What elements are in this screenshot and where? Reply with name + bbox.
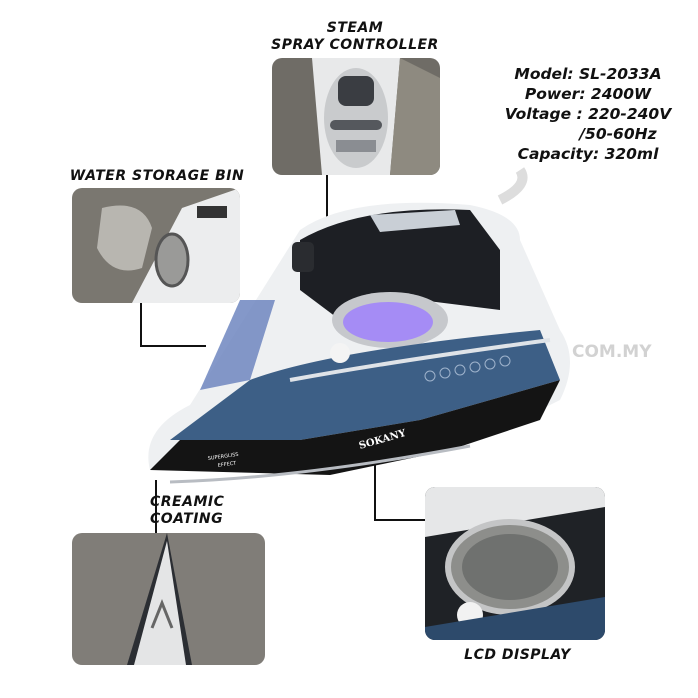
spec-power: Power: 2400W [524, 85, 652, 103]
steam-controller-illustration [312, 58, 440, 175]
water-connector-line-v [140, 303, 142, 347]
water-storage-photo [72, 188, 240, 303]
lcd-illustration [425, 487, 605, 640]
power-cord [497, 167, 528, 205]
ceramic-label-line2: COATING [150, 511, 224, 527]
steam-label-line1: STEAM [326, 20, 384, 36]
water-connector-line-h [140, 345, 206, 347]
soleplate-base [150, 380, 560, 475]
water-bin-illustration [97, 188, 240, 303]
spray-controller-knob [292, 242, 314, 272]
steam-controller-photo [272, 58, 440, 175]
spec-capacity: Capacity: 320ml [517, 145, 659, 163]
blue-body-panel [170, 330, 560, 440]
spec-list: Model: SL-2033A Power: 2400W Voltage : 2… [488, 64, 688, 164]
soleplate-illustration [127, 533, 192, 665]
lcd-label: LCD DISPLAY [464, 647, 571, 663]
ceramic-label-line1: CREAMIC [150, 494, 225, 510]
steam-label: STEAM SPRAY CONTROLLER [270, 20, 440, 54]
spec-model: Model: SL-2033A [514, 65, 662, 83]
front-water-window [200, 300, 275, 390]
ceramic-connector-line [155, 480, 157, 536]
spec-frequency: /50-60Hz [579, 125, 657, 143]
ceramic-label: CREAMIC COATING [150, 494, 250, 528]
lcd-display-photo [425, 487, 605, 640]
steam-connector-line [326, 175, 328, 237]
water-storage-label: WATER STORAGE BIN [69, 168, 245, 184]
spec-voltage: Voltage : 220-240V [504, 105, 672, 123]
steam-button [330, 343, 350, 363]
sole-text-1: SUPERGLISS [207, 452, 239, 462]
iron-handle-dark [300, 209, 500, 320]
watermark: COM.MY [572, 342, 652, 362]
lcd-connector-line-h [374, 519, 426, 521]
steam-label-line2: SPRAY CONTROLLER [271, 37, 439, 53]
sole-text-2: EFFECT [217, 460, 237, 469]
ceramic-coating-photo [72, 533, 265, 665]
